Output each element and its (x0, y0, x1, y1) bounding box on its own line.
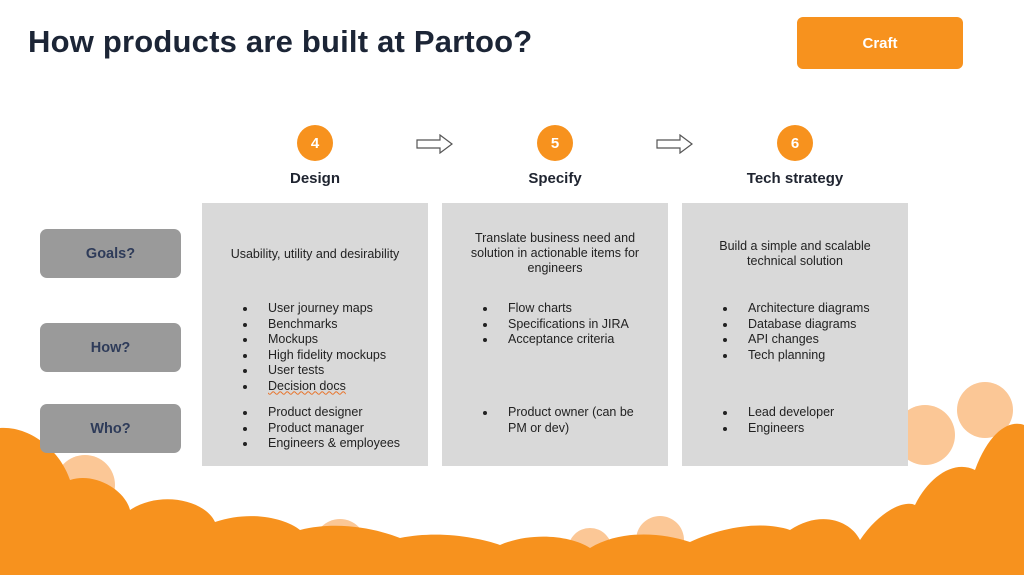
page-title: How products are built at Partoo? (28, 24, 533, 59)
list-item: High fidelity mockups (202, 348, 386, 364)
goal-text: Usability, utility and desirability (230, 247, 400, 261)
who-list: Lead developer Engineers (682, 405, 834, 436)
step-badge-tech-strategy: 6 (777, 125, 813, 161)
how-list: User journey maps Benchmarks Mockups Hig… (202, 301, 386, 394)
phase-card-tech-strategy: Build a simple and scalable technical so… (682, 203, 908, 466)
goal-text: Translate business need and solution in … (470, 231, 640, 275)
list-item: Acceptance criteria (442, 332, 629, 348)
list-item: Benchmarks (202, 317, 386, 333)
list-item: Tech planning (682, 348, 870, 364)
phase-title-tech-strategy: Tech strategy (746, 170, 844, 187)
who-list: Product designer Product manager Enginee… (202, 405, 400, 452)
list-item: Architecture diagrams (682, 301, 870, 317)
right-arrow-icon (656, 134, 693, 154)
list-item: Decision docs (202, 379, 386, 395)
phase-card-specify: Translate business need and solution in … (442, 203, 668, 466)
right-arrow-icon (416, 134, 453, 154)
step-badge-specify: 5 (537, 125, 573, 161)
orange-cloud-background (0, 382, 1024, 575)
list-item: Product designer (202, 405, 400, 421)
how-list: Architecture diagrams Database diagrams … (682, 301, 870, 363)
list-item: Lead developer (682, 405, 834, 421)
list-item: Specifications in JIRA (442, 317, 629, 333)
phase-card-design: Usability, utility and desirability User… (202, 203, 428, 466)
list-item: Engineers (682, 421, 834, 437)
list-item: Flow charts (442, 301, 629, 317)
list-item: Product owner (can be PM or dev) (442, 405, 648, 436)
step-badge-design: 4 (297, 125, 333, 161)
spellcheck-underlined-text: Decision docs (268, 378, 346, 393)
list-item: Product manager (202, 421, 400, 437)
how-list: Flow charts Specifications in JIRA Accep… (442, 301, 629, 348)
row-label-goals: Goals? (40, 229, 181, 278)
list-item: User journey maps (202, 301, 386, 317)
craft-tag-button[interactable]: Craft (797, 17, 963, 69)
list-item: User tests (202, 363, 386, 379)
list-item: Engineers & employees (202, 436, 400, 452)
list-item: Database diagrams (682, 317, 870, 333)
list-item: Mockups (202, 332, 386, 348)
row-label-who: Who? (40, 404, 181, 453)
who-list: Product owner (can be PM or dev) (442, 405, 648, 436)
goal-text: Build a simple and scalable technical so… (719, 239, 871, 268)
row-label-how: How? (40, 323, 181, 372)
phase-title-specify: Specify (528, 170, 582, 187)
list-item: API changes (682, 332, 870, 348)
phase-title-design: Design (289, 170, 340, 187)
